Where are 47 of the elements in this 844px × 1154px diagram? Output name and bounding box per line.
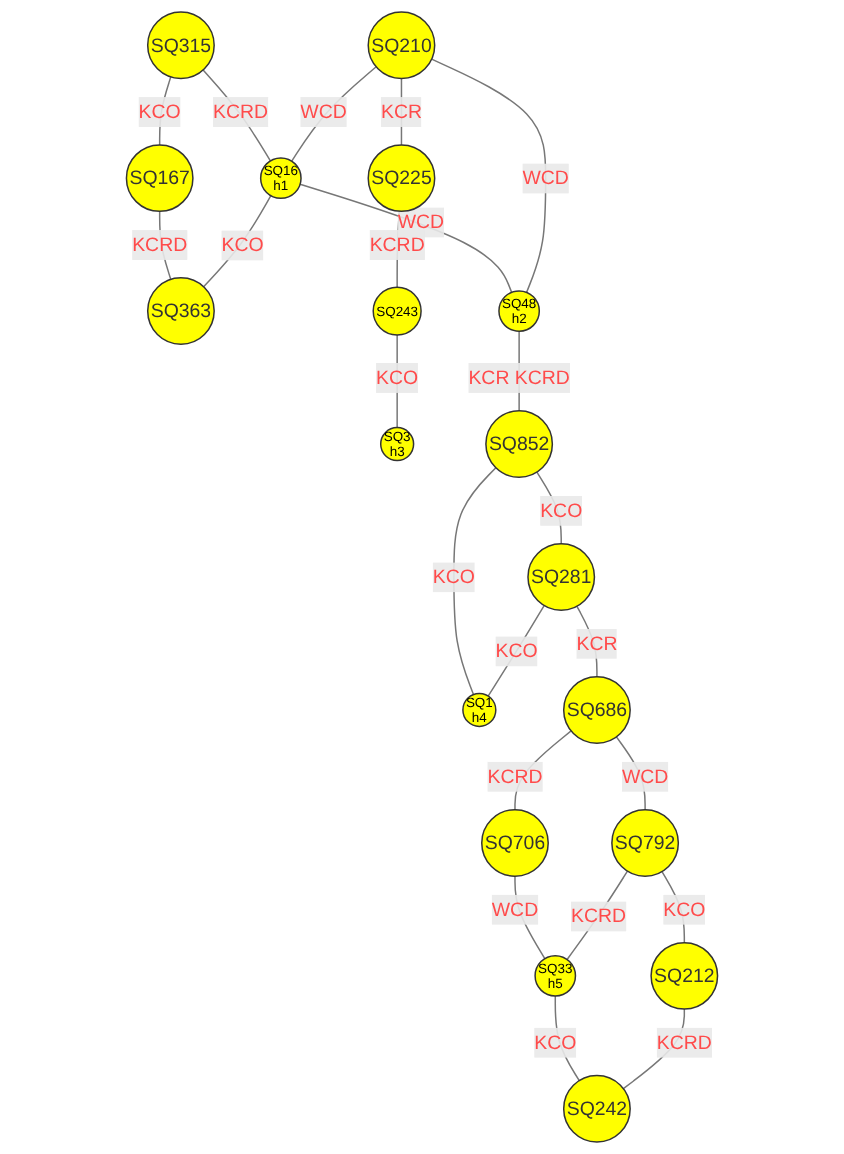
connector xyxy=(396,334,398,429)
node-circle: SQ852 xyxy=(485,410,554,479)
node-circle: SQ281 xyxy=(527,543,596,611)
node-circle: SQ167 xyxy=(125,144,194,213)
connector xyxy=(453,467,497,696)
edge-label: KCRD xyxy=(213,100,269,123)
node-circle: SQ686 xyxy=(562,675,631,744)
edge-label: KCR KCRD xyxy=(468,365,570,389)
edge-label: KCRD xyxy=(656,1030,712,1054)
connector xyxy=(615,736,646,811)
edge-label: KCO xyxy=(663,897,706,921)
edge-label: WCD xyxy=(397,210,445,233)
node-circle: SQ315 xyxy=(146,11,215,80)
node-circle: SQ706 xyxy=(481,808,549,877)
connector xyxy=(554,995,581,1082)
edge-label: KCRD xyxy=(132,233,188,256)
connector xyxy=(566,870,629,961)
edge-label: WCD xyxy=(491,897,539,921)
node-circle: SQ363 xyxy=(146,277,215,346)
edge-label: KCR xyxy=(576,631,618,655)
node-circle: SQ212 xyxy=(650,941,719,1010)
connector xyxy=(487,604,545,697)
connector xyxy=(202,194,272,288)
connector xyxy=(299,183,513,294)
edge-label: KCO xyxy=(495,639,538,662)
connector xyxy=(576,605,598,678)
connector xyxy=(202,69,272,162)
node-circle: SQ242 xyxy=(562,1074,631,1143)
connector xyxy=(514,875,546,960)
edge-label: KCO xyxy=(138,100,181,123)
edge-label: KCO xyxy=(376,365,419,389)
edge-label: KCO xyxy=(540,498,583,522)
edge-label: KCR xyxy=(380,100,422,123)
connector xyxy=(291,66,377,162)
node-circle: SQ792 xyxy=(611,808,680,877)
edge-label: KCRD xyxy=(369,233,425,256)
connector xyxy=(430,58,547,294)
edge-label: WCD xyxy=(522,166,569,189)
edge-label: KCO xyxy=(221,233,264,256)
edge-label: WCD xyxy=(621,764,669,788)
node-circle: SQ210 xyxy=(367,11,436,80)
edge-label: KCO xyxy=(432,565,475,588)
node-circle: SQ225 xyxy=(367,144,436,213)
edge-label: WCD xyxy=(300,100,347,123)
edge-label: KCO xyxy=(534,1030,577,1054)
edge-label: KCRD xyxy=(487,764,543,788)
edge-label: KCRD xyxy=(571,904,627,927)
